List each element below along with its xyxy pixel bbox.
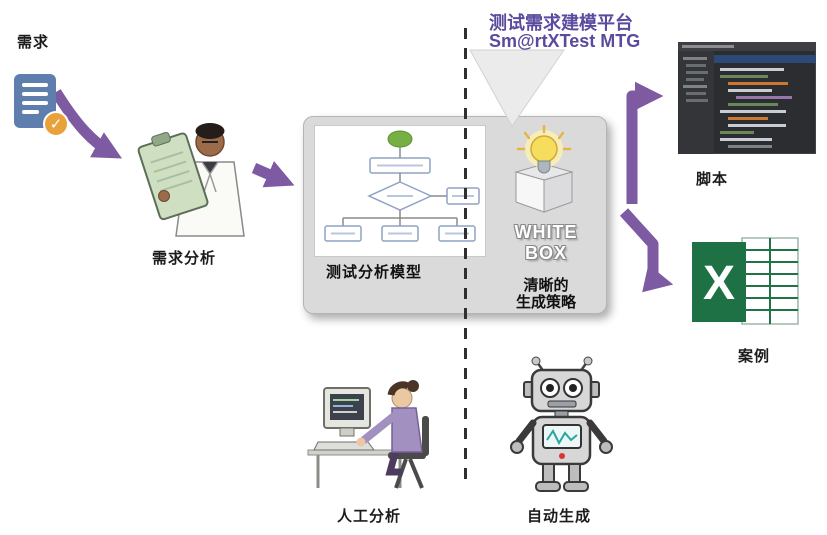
arrow-model-to-script [626, 81, 664, 204]
white-box-line1: WHITE [514, 222, 578, 242]
strategy-line1: 清晰的 [523, 277, 569, 294]
model-box-label: 测试分析模型 [325, 264, 422, 281]
check-icon: ✓ [43, 111, 69, 137]
script-label: 脚本 [696, 171, 729, 188]
strategy-text: 清晰的 生成策略 [498, 277, 594, 311]
lightbulb-icon [504, 124, 584, 214]
requirement-label: 需求 [17, 34, 50, 51]
excel-x-letter: X [703, 257, 735, 310]
flowchart-graphic [324, 130, 480, 242]
analyst-illustration [130, 112, 260, 244]
platform-subtitle: Sm@rtXTest MTG [489, 31, 641, 51]
white-box-line2: BOX [524, 243, 567, 263]
arrow-model-to-cases [619, 208, 674, 293]
requirement-document-icon: ✓ [14, 74, 69, 137]
robot-illustration [504, 356, 619, 496]
excel-icon: X [692, 232, 804, 332]
requirement-analysis-label: 需求分析 [152, 250, 217, 267]
callout-tail-icon [469, 49, 565, 127]
flowchart-thumbnail [314, 125, 486, 257]
person-at-computer-illustration [304, 350, 449, 492]
cases-label: 案例 [738, 348, 771, 365]
auto-generation-label: 自动生成 [527, 508, 592, 525]
code-editor-thumbnail [677, 41, 817, 155]
strategy-line2: 生成策略 [515, 294, 576, 311]
manual-analysis-label: 人工分析 [337, 508, 402, 525]
divider-dashed-line [464, 28, 467, 488]
platform-title: 测试需求建模平台 [489, 13, 633, 33]
white-box-text: WHITE BOX [498, 222, 594, 264]
